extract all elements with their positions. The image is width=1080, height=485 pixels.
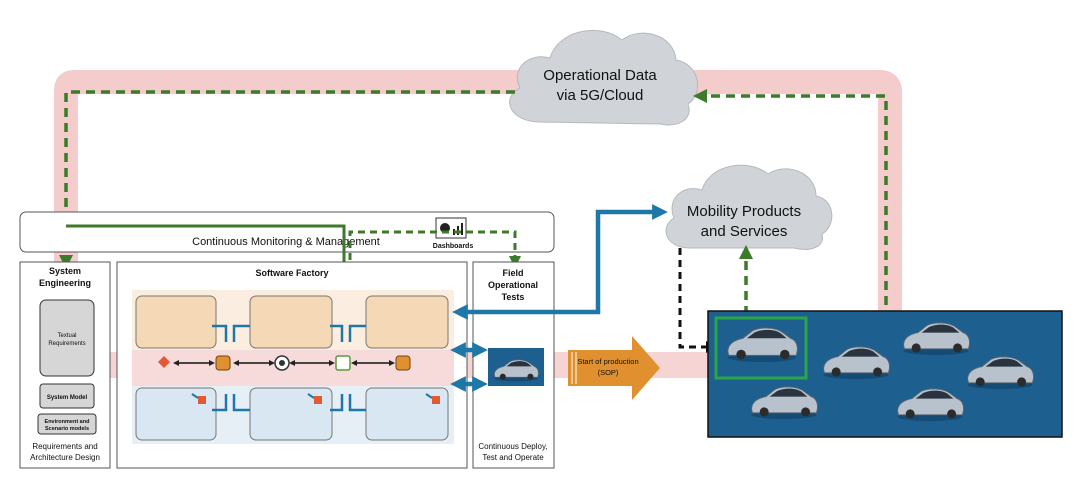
dashboards-label: Dashboards xyxy=(433,243,474,250)
green-dashed-loop xyxy=(59,89,888,315)
system-engineering-title-2: Engineering xyxy=(39,278,91,288)
monitoring-label: Continuous Monitoring & Management xyxy=(192,236,380,248)
operational-data-cloud: Operational Data via 5G/Cloud xyxy=(509,29,698,126)
sop-line1: Start of production xyxy=(577,357,638,366)
deploy-2: Test and Operate xyxy=(482,453,544,462)
env-models-2: Scenario models xyxy=(45,426,89,432)
blue-flow-arrows xyxy=(450,204,668,392)
software-factory-panel: Software Factory xyxy=(116,261,468,469)
deploy-icons xyxy=(191,393,440,404)
deploy-1: Continuous Deploy, xyxy=(478,442,547,451)
operational-cloud-line2: via 5G/Cloud xyxy=(557,87,644,104)
vehicle-fleet xyxy=(707,310,1063,438)
env-models-1: Environment and xyxy=(45,419,90,425)
black-dashed-arrow xyxy=(678,248,718,353)
software-factory-title: Software Factory xyxy=(255,268,328,278)
mobility-cloud-line2: and Services xyxy=(701,223,788,240)
textual-req-2: Requirements xyxy=(48,341,85,347)
textual-req-1: Textual xyxy=(57,333,76,339)
mobility-products-cloud: Mobility Products and Services xyxy=(665,164,833,250)
pipeline-icons xyxy=(158,355,411,371)
field-tests-title-1: Field xyxy=(502,268,523,278)
sop-arrow: Start of production (SOP) xyxy=(568,336,660,400)
field-tests-panel: Field Operational Tests Continuous Deplo… xyxy=(472,261,555,469)
dashboards-icon xyxy=(435,217,467,239)
mobility-cloud-line1: Mobility Products xyxy=(687,203,801,220)
field-tests-title-3: Tests xyxy=(502,292,525,302)
system-engineering-title-1: System xyxy=(49,266,81,276)
operational-cloud-line1: Operational Data xyxy=(543,67,657,84)
sop-line2: (SOP) xyxy=(598,368,619,377)
field-tests-title-2: Operational xyxy=(488,280,538,290)
monitoring-bar: Continuous Monitoring & Management Dashb… xyxy=(19,211,555,253)
system-model-label: System Model xyxy=(47,395,88,401)
req-arch-1: Requirements and xyxy=(32,442,97,451)
req-arch-2: Architecture Design xyxy=(30,453,100,462)
system-engineering-panel: System Engineering Textual Requirements … xyxy=(19,261,111,469)
